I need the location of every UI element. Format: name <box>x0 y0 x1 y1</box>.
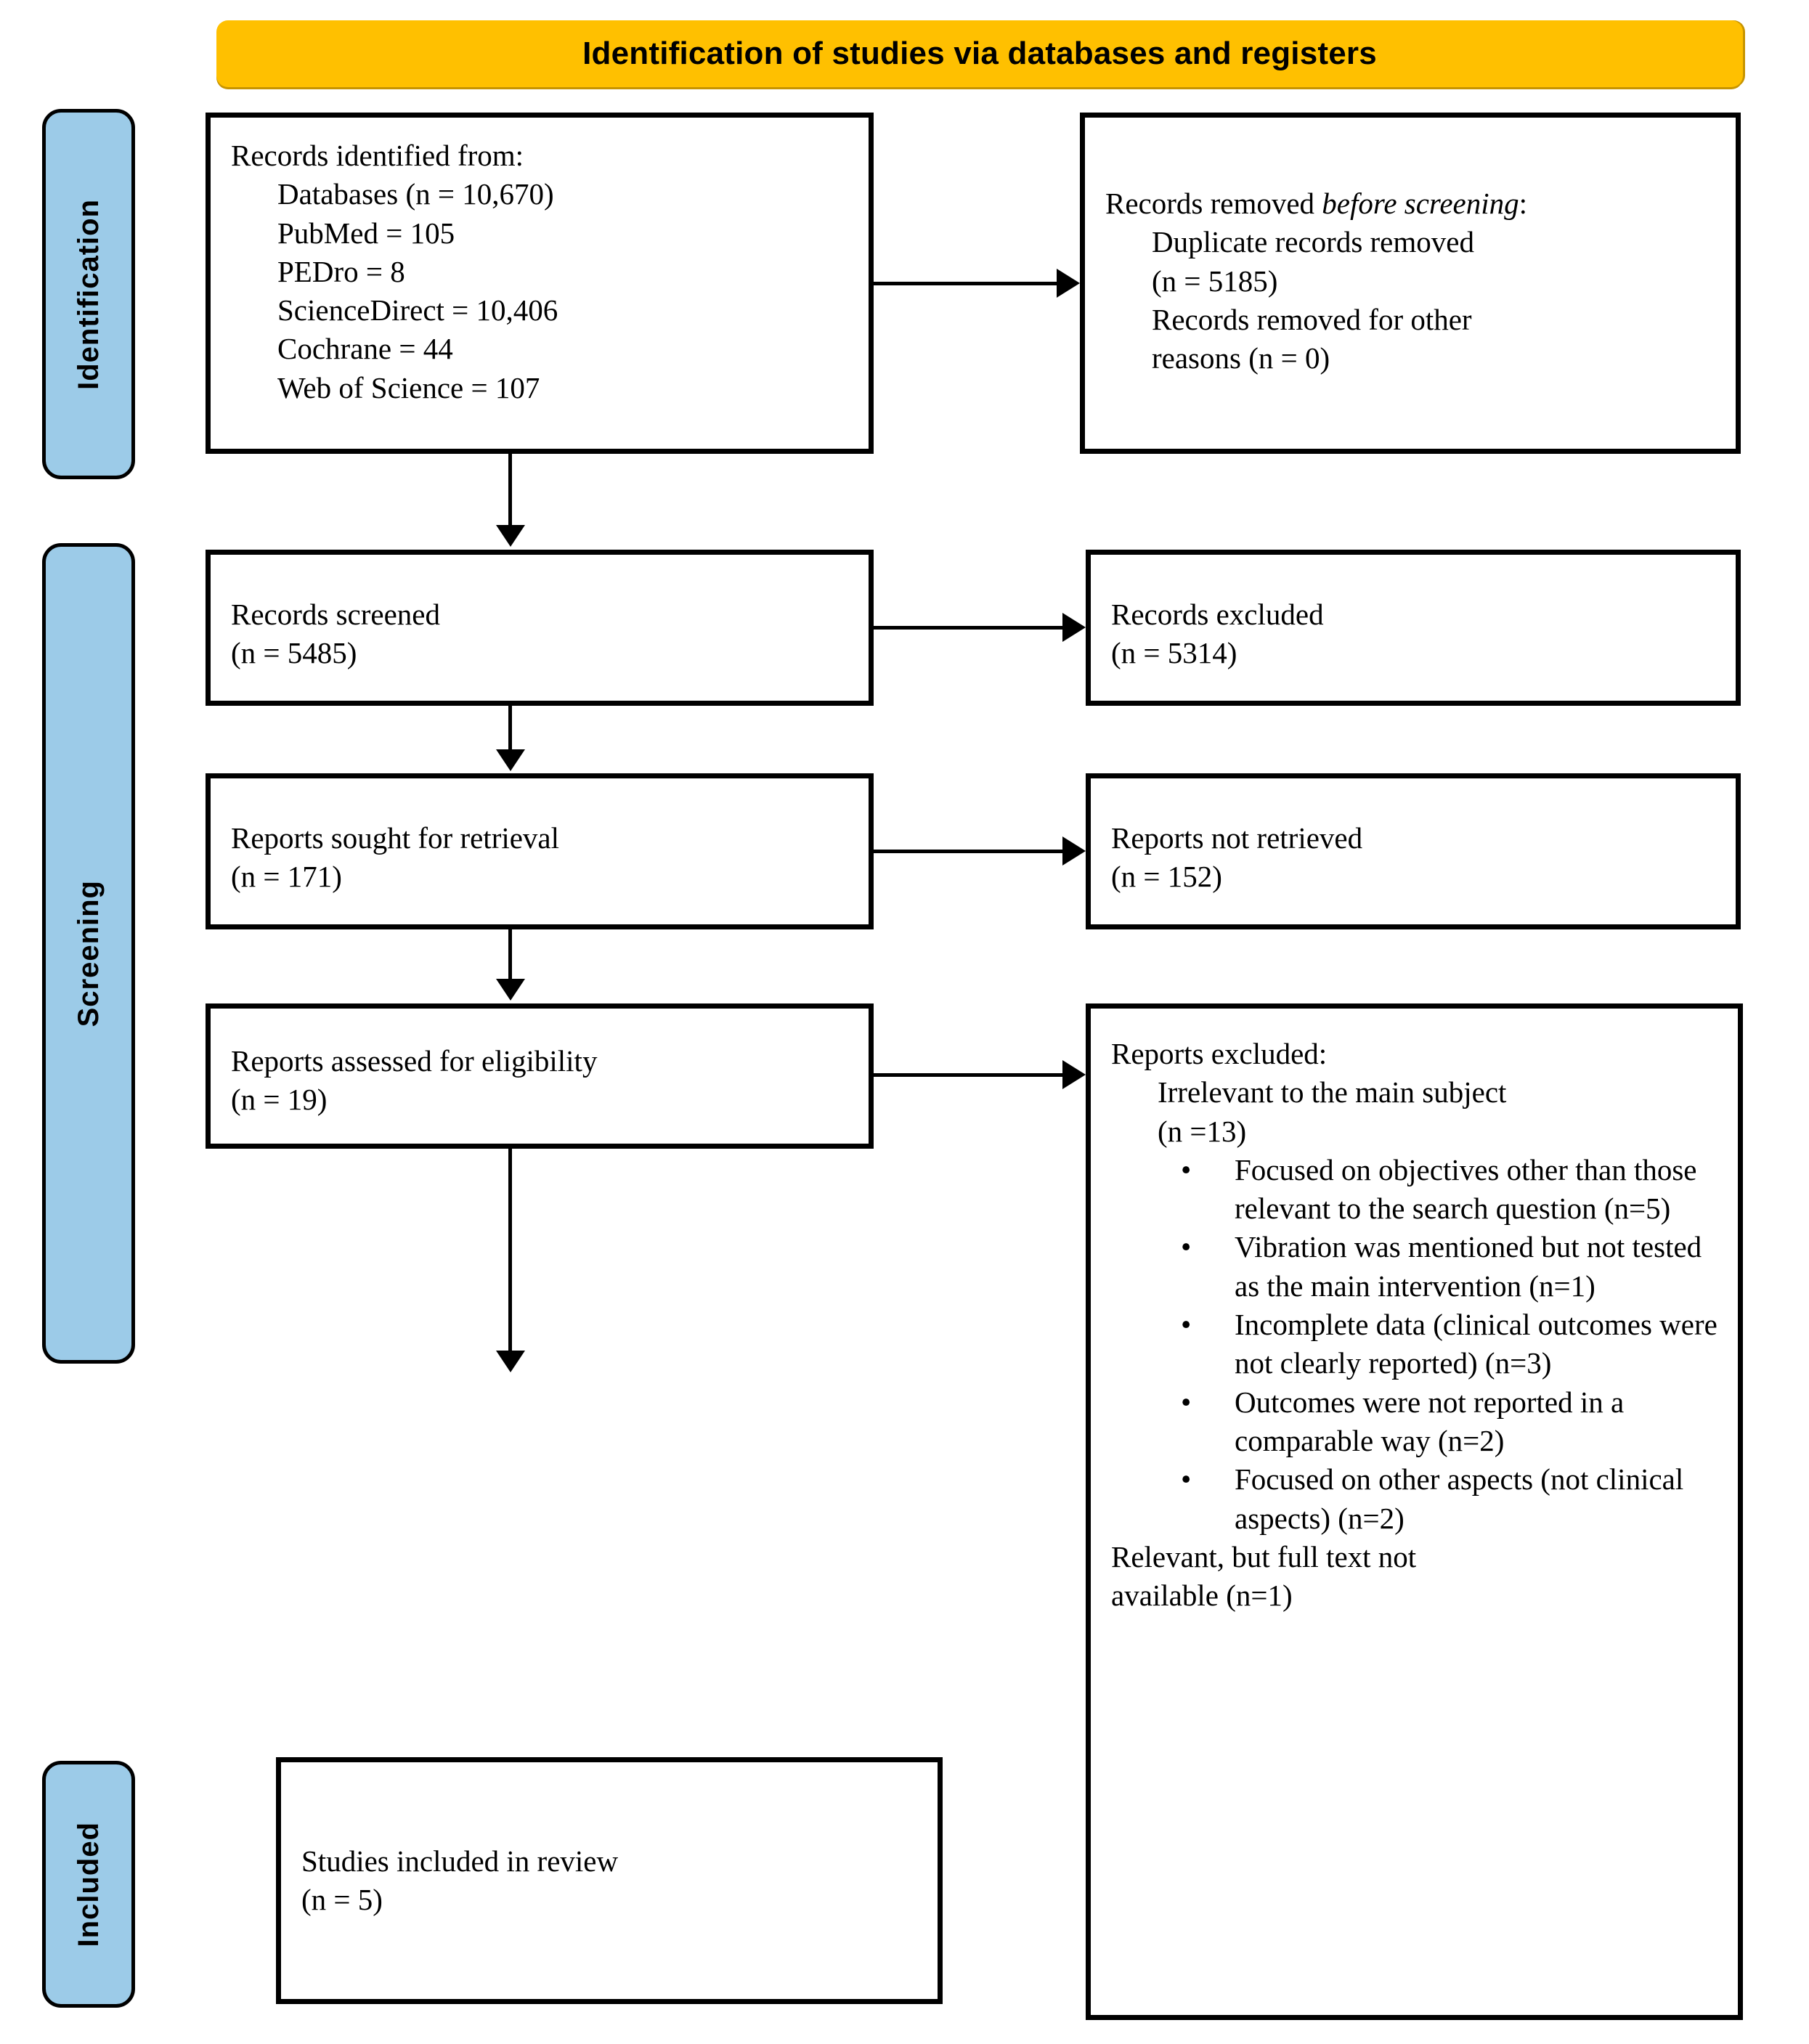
bullet-icon: • <box>1181 1230 1192 1264</box>
studies-included-label: Studies included in review <box>301 1844 619 1878</box>
list-item: • Outcomes were not reported in a compar… <box>1111 1383 1719 1461</box>
connector-screened-to-excluded <box>874 626 1064 630</box>
box-records-removed: Records removed before screening: Duplic… <box>1080 113 1741 454</box>
connector-assessed-to-reports-excluded <box>874 1073 1064 1077</box>
list-item: • Focused on other aspects (not clinical… <box>1111 1460 1719 1538</box>
records-screened-label: Records screened <box>231 598 441 631</box>
arrow-identified-to-removed <box>1057 269 1080 298</box>
reports-excluded-subheading-line2: (n =13) <box>1158 1114 1247 1148</box>
records-identified-heading: Records identified from: <box>231 139 524 172</box>
stage-rail-identification-label: Identification <box>72 198 105 390</box>
stage-rail-screening: Screening <box>42 543 135 1364</box>
records-identified-line-0: Databases (n = 10,670) <box>277 177 554 211</box>
reports-excluded-reason-list: • Focused on objectives other than those… <box>1111 1151 1719 1538</box>
arrow-sought-to-assessed <box>496 979 525 1001</box>
reports-not-retrieved-count: (n = 152) <box>1111 860 1222 894</box>
reports-excluded-bullet-3: Outcomes were not reported in a comparab… <box>1235 1385 1625 1457</box>
records-identified-line-3: ScienceDirect = 10,406 <box>277 293 558 327</box>
stage-rail-included-label: Included <box>72 1821 105 1947</box>
reports-excluded-bullet-2: Incomplete data (clinical outcomes were … <box>1235 1308 1717 1380</box>
box-reports-sought: Reports sought for retrieval (n = 171) <box>206 773 874 929</box>
stage-rail-identification: Identification <box>42 109 135 479</box>
records-identified-line-4: Cochrane = 44 <box>277 332 453 366</box>
box-records-excluded: Records excluded (n = 5314) <box>1086 550 1741 706</box>
records-removed-line-1: (n = 5185) <box>1152 264 1278 298</box>
reports-excluded-subheading-line1: Irrelevant to the main subject <box>1158 1075 1507 1109</box>
box-studies-included: Studies included in review (n = 5) <box>276 1757 943 2004</box>
records-removed-line-3: reasons (n = 0) <box>1152 341 1330 375</box>
records-excluded-count: (n = 5314) <box>1111 636 1237 670</box>
bullet-icon: • <box>1181 1308 1192 1342</box>
reports-assessed-label: Reports assessed for eligibility <box>231 1044 598 1078</box>
arrow-identified-to-screened <box>496 525 525 547</box>
connector-identified-to-screened <box>508 454 512 526</box>
box-records-identified: Records identified from: Databases (n = … <box>206 113 874 454</box>
records-screened-count: (n = 5485) <box>231 636 357 670</box>
connector-sought-to-assessed <box>508 929 512 980</box>
reports-excluded-footer-line1: Relevant, but full text not <box>1111 1539 1417 1573</box>
reports-assessed-count: (n = 19) <box>231 1083 328 1117</box>
reports-sought-label: Reports sought for retrieval <box>231 821 560 855</box>
list-item: • Incomplete data (clinical outcomes wer… <box>1111 1306 1719 1383</box>
diagram-title-text: Identification of studies via databases … <box>582 36 1377 71</box>
stage-rail-included: Included <box>42 1761 135 2008</box>
list-item: • Vibration was mentioned but not tested… <box>1111 1228 1719 1306</box>
arrow-assessed-to-reports-excluded <box>1062 1060 1086 1089</box>
arrow-assessed-to-included <box>496 1351 525 1372</box>
bullet-icon: • <box>1181 1462 1192 1497</box>
reports-excluded-bullet-4: Focused on other aspects (not clinical a… <box>1235 1462 1684 1535</box>
records-removed-line-0: Duplicate records removed <box>1152 225 1474 259</box>
reports-sought-count: (n = 171) <box>231 860 342 894</box>
records-removed-heading-italic: before screening <box>1322 187 1519 220</box>
list-item: • Focused on objectives other than those… <box>1111 1151 1719 1229</box>
stage-rail-screening-label: Screening <box>72 879 105 1027</box>
reports-excluded-bullet-0: Focused on objectives other than those r… <box>1235 1152 1697 1226</box>
connector-assessed-to-included <box>508 1149 512 1352</box>
records-identified-line-1: PubMed = 105 <box>277 216 455 250</box>
reports-excluded-bullet-1: Vibration was mentioned but not tested a… <box>1235 1230 1702 1303</box>
records-removed-line-2: Records removed for other <box>1152 302 1472 336</box>
box-records-screened: Records screened (n = 5485) <box>206 550 874 706</box>
connector-screened-to-sought <box>508 706 512 751</box>
arrow-screened-to-sought <box>496 749 525 771</box>
records-excluded-label: Records excluded <box>1111 598 1324 631</box>
bullet-icon: • <box>1181 1152 1192 1186</box>
connector-identified-to-removed <box>874 282 1057 285</box>
records-identified-line-2: PEDro = 8 <box>277 254 405 288</box>
bullet-icon: • <box>1181 1385 1192 1419</box>
records-identified-line-5: Web of Science = 107 <box>277 370 540 404</box>
box-reports-assessed: Reports assessed for eligibility (n = 19… <box>206 1003 874 1149</box>
records-removed-heading: Records removed before screening: <box>1105 184 1717 223</box>
diagram-title-banner: Identification of studies via databases … <box>216 20 1743 87</box>
records-removed-heading-pre: Records removed <box>1105 187 1322 220</box>
connector-sought-to-not-retrieved <box>874 850 1064 853</box>
arrow-sought-to-not-retrieved <box>1062 836 1086 866</box>
arrow-screened-to-excluded <box>1062 613 1086 642</box>
reports-not-retrieved-label: Reports not retrieved <box>1111 821 1363 855</box>
reports-excluded-heading: Reports excluded: <box>1111 1037 1328 1070</box>
box-reports-not-retrieved: Reports not retrieved (n = 152) <box>1086 773 1741 929</box>
records-removed-heading-post: : <box>1519 187 1528 220</box>
studies-included-count: (n = 5) <box>301 1883 383 1917</box>
box-reports-excluded: Reports excluded: Irrelevant to the main… <box>1086 1003 1743 2020</box>
reports-excluded-footer-line2: available (n=1) <box>1111 1579 1293 1613</box>
